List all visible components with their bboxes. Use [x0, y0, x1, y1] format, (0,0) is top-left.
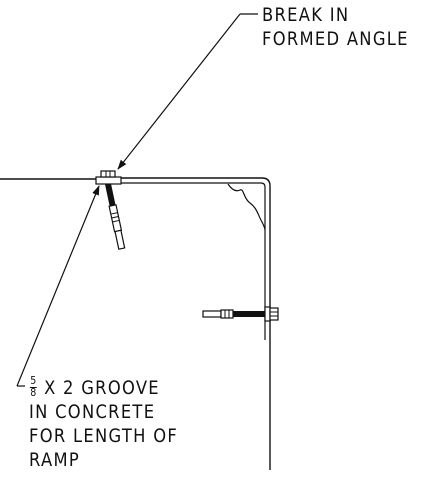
fraction-numerator: 5 [30, 374, 37, 387]
break-line [227, 183, 266, 231]
note-bottom-line-3: FOR LENGTH OF [29, 425, 179, 447]
top-anchor-bolt [95, 170, 126, 250]
note-bottom-line-2: IN CONCRETE [29, 401, 156, 423]
note-top-line-2: FORMED ANGLE [262, 28, 409, 50]
note-top-line-1: BREAK IN [262, 4, 350, 26]
note-break-in-formed-angle: BREAK IN FORMED ANGLE [262, 3, 409, 51]
note-bottom-line-1-rest: X 2 GROOVE [37, 377, 160, 399]
leader-break-in-formed-angle [117, 13, 258, 170]
fraction-denominator: 8 [30, 386, 37, 399]
note-bottom-line-4: RAMP [29, 449, 80, 471]
leader-groove-in-concrete [16, 185, 100, 387]
formed-angle-inner [117, 182, 266, 340]
note-bottom-line-1: 5 8 X 2 GROOVE [29, 374, 178, 400]
formed-angle-outer [102, 177, 271, 470]
note-groove-in-concrete: 5 8 X 2 GROOVE IN CONCRETE FOR LENGTH OF… [29, 374, 179, 472]
fraction-five-eighths: 5 8 [29, 374, 38, 399]
side-anchor-bolt [202, 306, 279, 322]
